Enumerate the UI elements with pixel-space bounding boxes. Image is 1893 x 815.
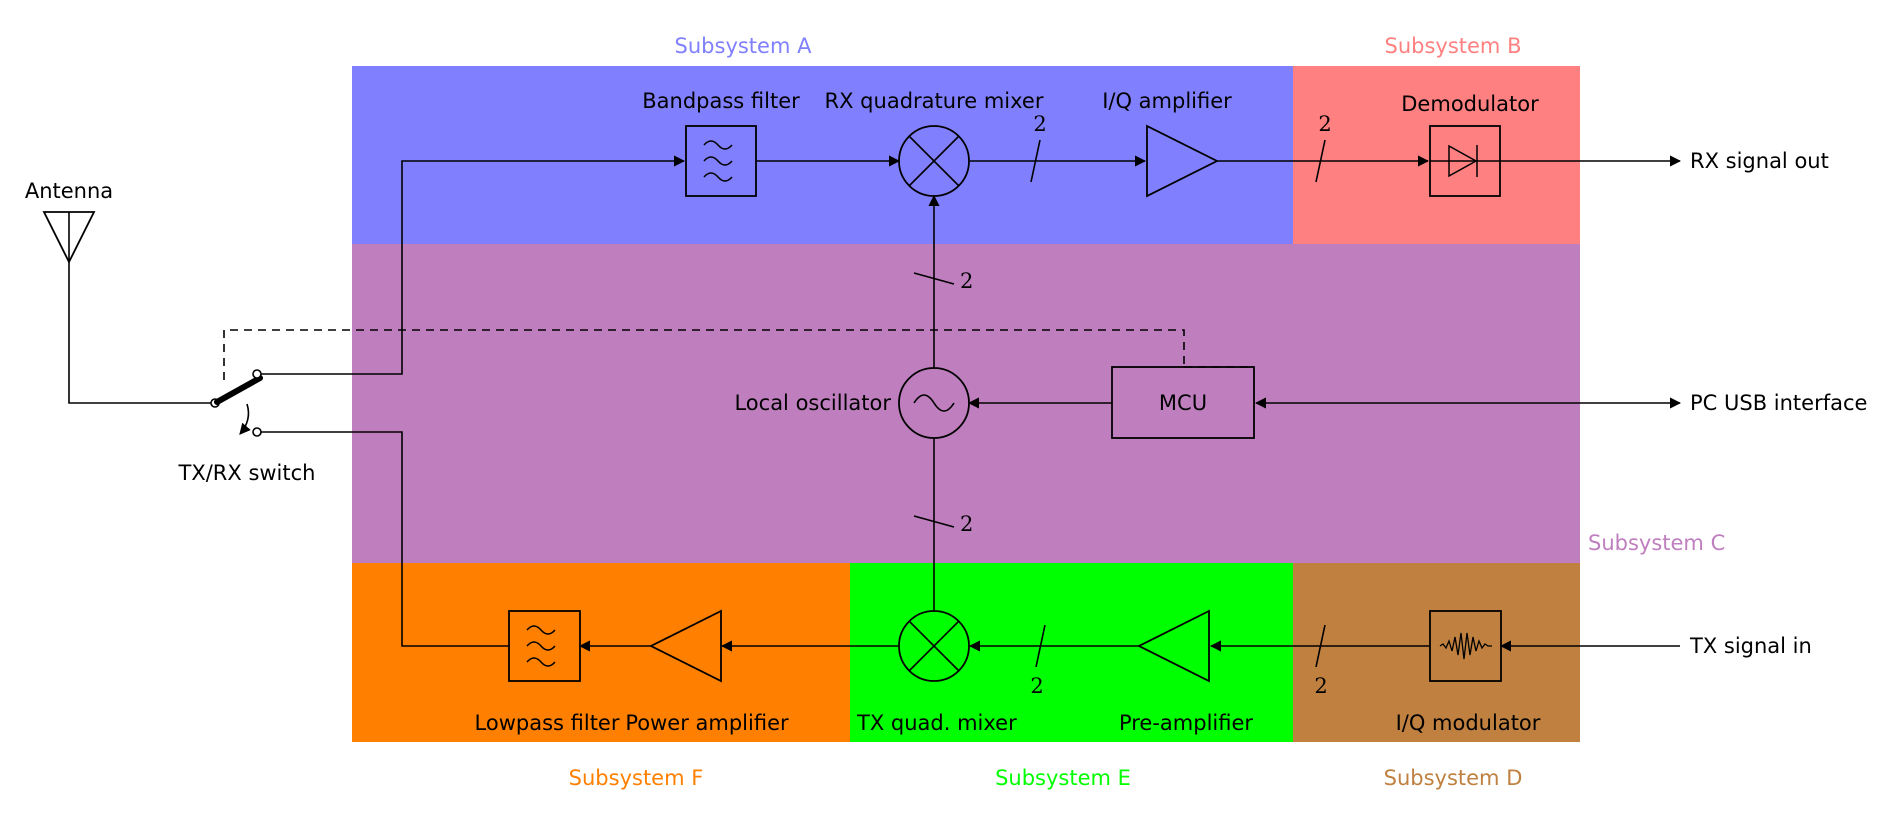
subsystem-b-label: Subsystem B [1385, 34, 1522, 58]
tx-mixer-label: TX quad. mixer [856, 711, 1017, 735]
modulated-wave-icon [1439, 632, 1492, 660]
txrx-switch-label: TX/RX switch [178, 461, 316, 485]
subsystem-d-label: Subsystem D [1384, 766, 1523, 790]
bus-tick-tx-mod-preamp [1315, 624, 1326, 668]
bus-width-lo-tx: 2 [960, 512, 973, 536]
antenna-icon [42, 211, 96, 265]
subsystem-e-label: Subsystem E [995, 766, 1131, 790]
rx-wire-switch-to-bpf [261, 155, 686, 375]
switch-control-line [223, 329, 1185, 380]
bus-tick-tx-preamp-mixer [1035, 624, 1046, 668]
demodulator-label: Demodulator [1401, 92, 1539, 116]
filter-wave-icon [526, 625, 556, 667]
bus-tick-lo-tx [913, 515, 955, 528]
bus-tick-rx-mixer-amp [1030, 139, 1041, 183]
iq-modulator-label: I/Q modulator [1396, 711, 1541, 735]
subsystem-a-region [352, 66, 1294, 244]
power-amplifier-label: Power amplifier [625, 711, 789, 735]
tx-mixer-block [898, 610, 970, 682]
lowpass-filter-label: Lowpass filter [475, 711, 620, 735]
bus-tick-rx-amp-demod [1315, 139, 1326, 183]
bus-tick-lo-rx [913, 272, 955, 285]
rx-signal-out-label: RX signal out [1690, 149, 1829, 173]
filter-wave-icon [703, 140, 733, 182]
iq-modulator-block [1429, 610, 1502, 682]
subsystem-e-region [850, 563, 1294, 742]
bus-width-lo-rx: 2 [960, 269, 973, 293]
pre-amplifier-block [1136, 609, 1210, 683]
sine-source-icon [913, 394, 955, 412]
rx-mixer-label: RX quadrature mixer [825, 89, 1044, 113]
tx-wire-lpf-to-switch [261, 431, 509, 647]
diode-icon [1430, 144, 1500, 178]
subsystem-a-label: Subsystem A [675, 34, 813, 58]
antenna-wire [68, 262, 214, 404]
bandpass-filter-label: Bandpass filter [642, 89, 800, 113]
local-oscillator-label: Local oscillator [734, 391, 891, 415]
pc-usb-interface-label: PC USB interface [1690, 391, 1867, 415]
mcu-label: MCU [1159, 391, 1207, 415]
bus-width-rx-amp-demod: 2 [1318, 112, 1331, 136]
lowpass-filter-block [508, 610, 581, 682]
pre-amplifier-label: Pre-amplifier [1119, 711, 1253, 735]
bus-width-tx-preamp-mixer: 2 [1030, 674, 1043, 698]
subsystem-f-label: Subsystem F [569, 766, 704, 790]
subsystem-f-region [352, 563, 851, 742]
antenna-label: Antenna [25, 179, 113, 203]
switch-icon [210, 369, 263, 437]
bandpass-filter-block [685, 125, 757, 197]
subsystem-b-region [1293, 66, 1580, 244]
power-amplifier-block [648, 609, 722, 683]
bus-width-rx-mixer-amp: 2 [1033, 112, 1046, 136]
iq-amplifier-label: I/Q amplifier [1102, 89, 1232, 113]
iq-amplifier-block [1146, 124, 1220, 198]
tx-signal-in-label: TX signal in [1689, 634, 1812, 658]
bus-width-tx-mod-preamp: 2 [1314, 674, 1327, 698]
subsystem-c-label: Subsystem C [1588, 531, 1725, 555]
subsystem-d-region [1293, 563, 1580, 742]
